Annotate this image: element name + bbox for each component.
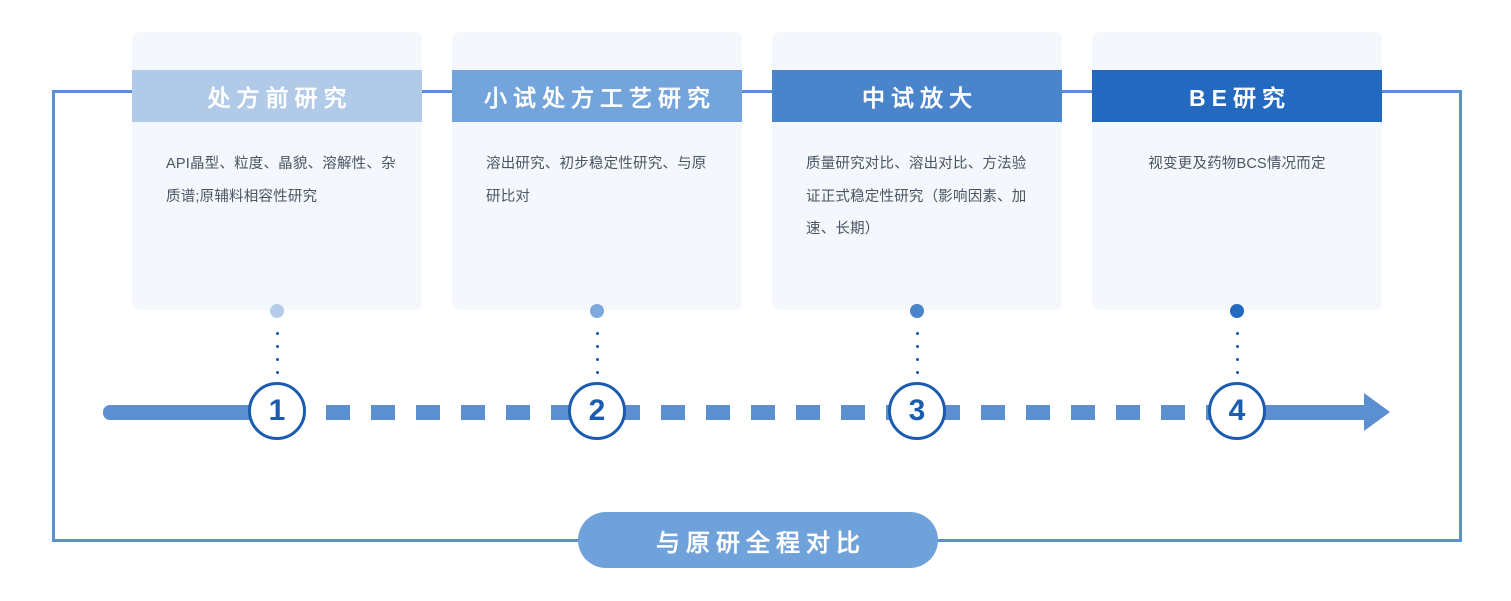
connector-dot-3 <box>910 304 924 318</box>
bracket-right-line <box>1459 90 1462 542</box>
stage-card-4-title: BE研究 <box>1092 70 1382 122</box>
stage-card-1-title: 处方前研究 <box>132 70 422 122</box>
timeline-node-3[interactable]: 3 <box>888 382 946 440</box>
connector-dotted-line-4 <box>1235 327 1239 379</box>
timeline-axis-dashes-2 <box>616 405 891 420</box>
stage-card-3-title: 中试放大 <box>772 70 1062 122</box>
connector-stage-4 <box>1225 304 1249 379</box>
bracket-left-line <box>52 90 55 542</box>
footer-pill-label: 与原研全程对比 <box>578 512 938 568</box>
stage-card-3[interactable]: 中试放大 质量研究对比、溶出对比、方法验证正式稳定性研究（影响因素、加速、长期） <box>772 32 1062 310</box>
timeline-arrow-icon <box>1364 393 1390 431</box>
connector-dot-1 <box>270 304 284 318</box>
connector-stage-1 <box>265 304 289 379</box>
stage-card-1[interactable]: 处方前研究 API晶型、粒度、晶貌、溶解性、杂质谱;原辅料相容性研究 <box>132 32 422 310</box>
connector-dotted-line-1 <box>275 327 279 379</box>
connector-dotted-line-3 <box>915 327 919 379</box>
stage-card-3-body: 质量研究对比、溶出对比、方法验证正式稳定性研究（影响因素、加速、长期） <box>806 156 1027 238</box>
timeline-axis-dashes-1 <box>281 405 571 420</box>
stage-card-2-body: 溶出研究、初步稳定性研究、与原研比对 <box>486 156 707 205</box>
bracket-top-line <box>52 90 1462 93</box>
connector-stage-3 <box>905 304 929 379</box>
connector-dotted-line-2 <box>595 327 599 379</box>
connector-dot-4 <box>1230 304 1244 318</box>
stage-card-2[interactable]: 小试处方工艺研究 溶出研究、初步稳定性研究、与原研比对 <box>452 32 742 310</box>
connector-dot-2 <box>590 304 604 318</box>
stage-card-2-title: 小试处方工艺研究 <box>452 70 742 122</box>
stage-card-4-body: 视变更及药物BCS情况而定 <box>1148 156 1326 172</box>
timeline-axis-tail-segment <box>1256 405 1366 420</box>
timeline-axis-solid-segment <box>103 405 281 420</box>
timeline-node-4[interactable]: 4 <box>1208 382 1266 440</box>
timeline-node-2[interactable]: 2 <box>568 382 626 440</box>
stage-card-1-body: API晶型、粒度、晶貌、溶解性、杂质谱;原辅料相容性研究 <box>166 156 396 205</box>
stage-card-4[interactable]: BE研究 视变更及药物BCS情况而定 <box>1092 32 1382 310</box>
connector-stage-2 <box>585 304 609 379</box>
timeline-node-1[interactable]: 1 <box>248 382 306 440</box>
timeline-axis-dashes-3 <box>936 405 1211 420</box>
